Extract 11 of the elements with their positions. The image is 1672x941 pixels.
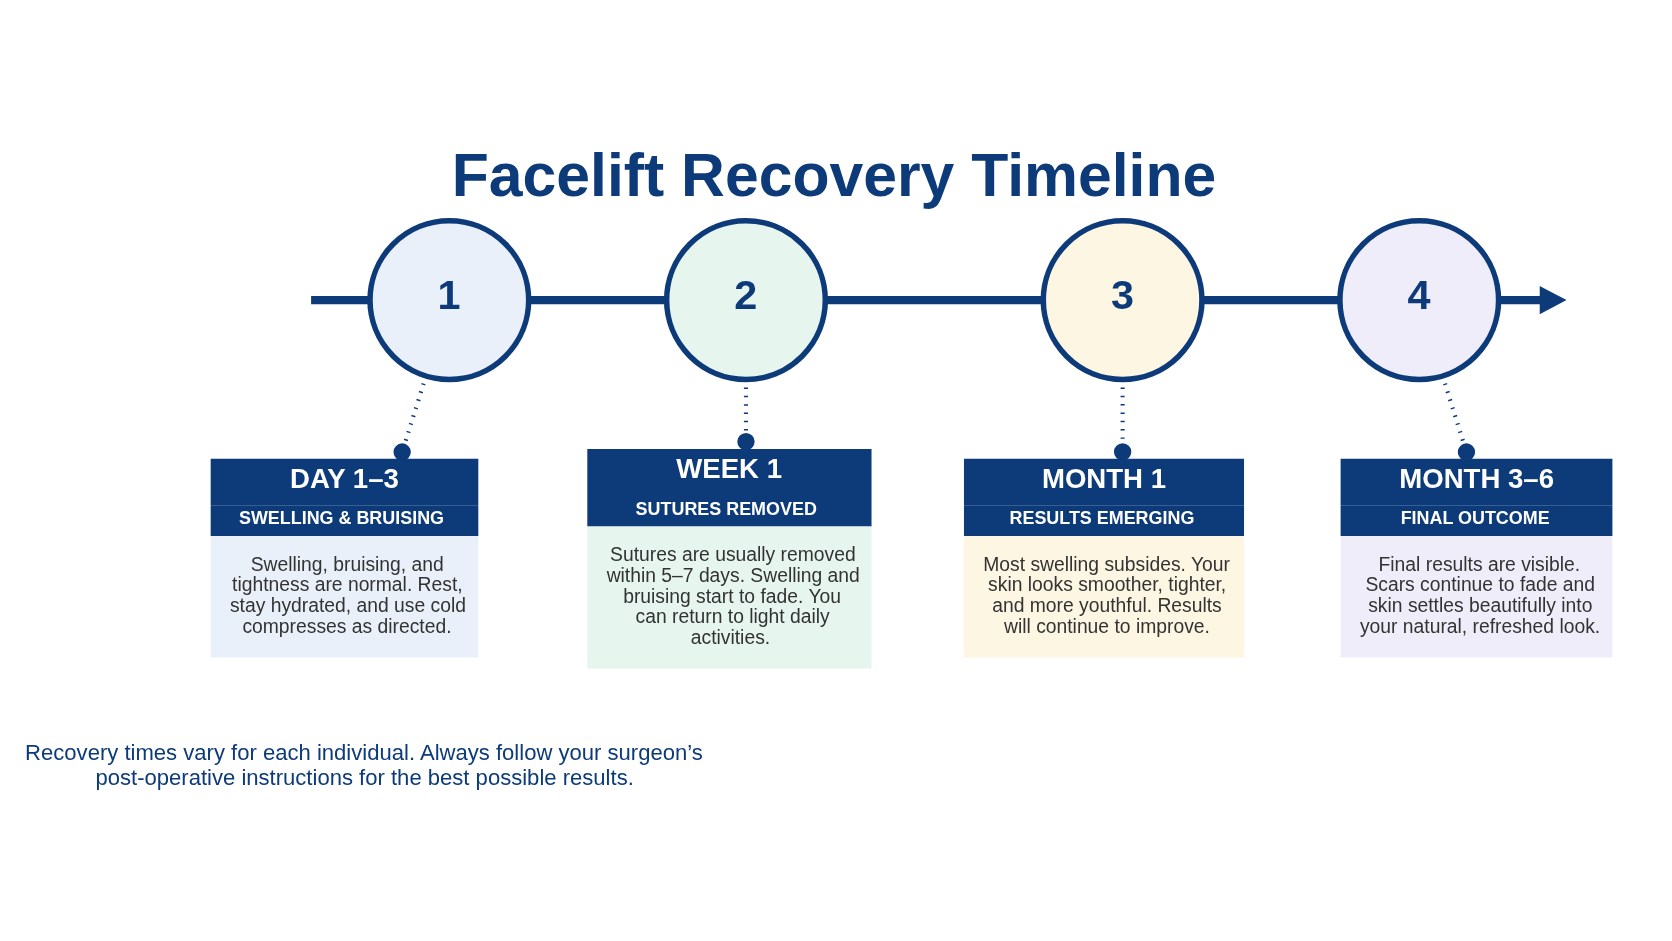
node-circle: 4 bbox=[1337, 218, 1502, 383]
node-circle: 3 bbox=[1040, 218, 1205, 383]
label: Recovery times vary for each individual. Always follow your surgeon’s post-operative instructions for the best possible results. bbox=[25, 739, 703, 790]
node-circle: 1 bbox=[367, 218, 532, 383]
connector bbox=[311, 295, 370, 305]
connector bbox=[825, 295, 1044, 305]
connector bbox=[528, 295, 667, 305]
diagram-title: Facelift Recovery Timeline bbox=[451, 141, 1217, 210]
arrow bbox=[1498, 286, 1567, 315]
node-circle: 2 bbox=[663, 218, 829, 383]
connector bbox=[1202, 295, 1340, 305]
